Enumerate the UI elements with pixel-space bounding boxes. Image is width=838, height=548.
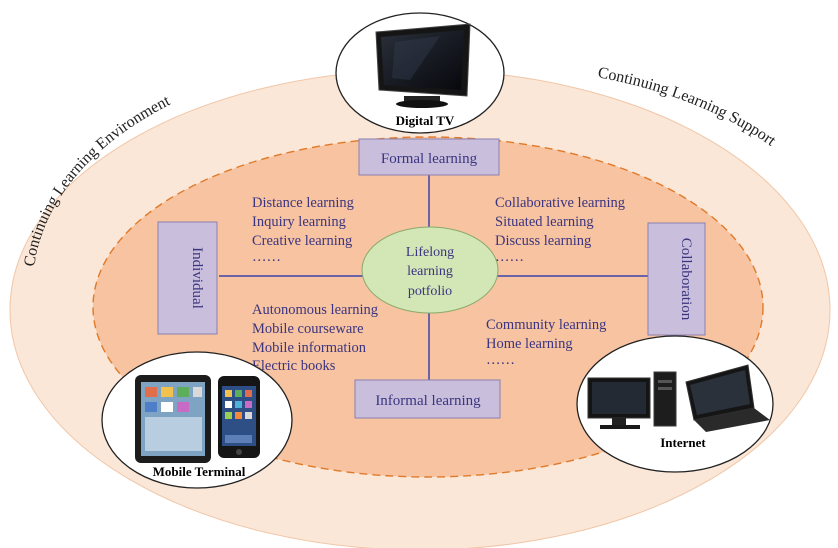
tablet-icon	[135, 375, 211, 463]
list-item: Situated learning	[495, 214, 594, 230]
list-item: ……	[252, 249, 281, 265]
desktop-computer-icon	[587, 371, 677, 429]
formal-learning-label: Formal learning	[381, 151, 478, 167]
list-item: ……	[495, 249, 524, 265]
list-item: Electric books	[252, 358, 336, 374]
device-internet: Internet	[576, 335, 774, 473]
list-item: Home learning	[486, 336, 573, 352]
device-digital-tv: Digital TV	[335, 12, 505, 134]
list-item: Discuss learning	[495, 233, 591, 249]
center-line-2: learning	[407, 264, 453, 279]
list-bottom-right: Community learning Home learning ……	[486, 317, 606, 368]
center-line-3: potfolio	[408, 284, 452, 299]
center-portfolio: Lifelong learning potfolio	[361, 226, 499, 314]
phone-icon	[218, 376, 260, 458]
internet-label: Internet	[660, 435, 706, 450]
mobile-terminal-label: Mobile Terminal	[153, 464, 246, 479]
list-item: Distance learning	[252, 195, 354, 211]
collaboration-label: Collaboration	[678, 238, 694, 321]
list-item: Autonomous learning	[252, 302, 378, 318]
list-item: Mobile courseware	[252, 321, 364, 337]
list-item: Inquiry learning	[252, 214, 346, 230]
node-formal-learning: Formal learning	[358, 138, 500, 176]
list-item: Community learning	[486, 317, 606, 333]
node-collaboration: Collaboration	[647, 222, 706, 336]
list-item: Collaborative learning	[495, 195, 625, 211]
digital-tv-label: Digital TV	[396, 113, 455, 128]
center-line-1: Lifelong	[406, 245, 454, 260]
list-item: Mobile information	[252, 340, 367, 356]
list-top-left: Distance learning Inquiry learning Creat…	[252, 195, 354, 265]
device-mobile-terminal: Mobile Terminal	[101, 351, 293, 489]
node-informal-learning: Informal learning	[354, 379, 501, 419]
list-item: Creative learning	[252, 233, 352, 249]
laptop-icon	[685, 364, 770, 432]
tv-icon	[375, 23, 471, 108]
list-top-right: Collaborative learning Situated learning…	[495, 195, 625, 265]
individual-label: Individual	[189, 247, 205, 309]
node-individual: Individual	[157, 221, 218, 335]
informal-learning-label: Informal learning	[375, 393, 481, 409]
list-item: ……	[486, 352, 515, 368]
